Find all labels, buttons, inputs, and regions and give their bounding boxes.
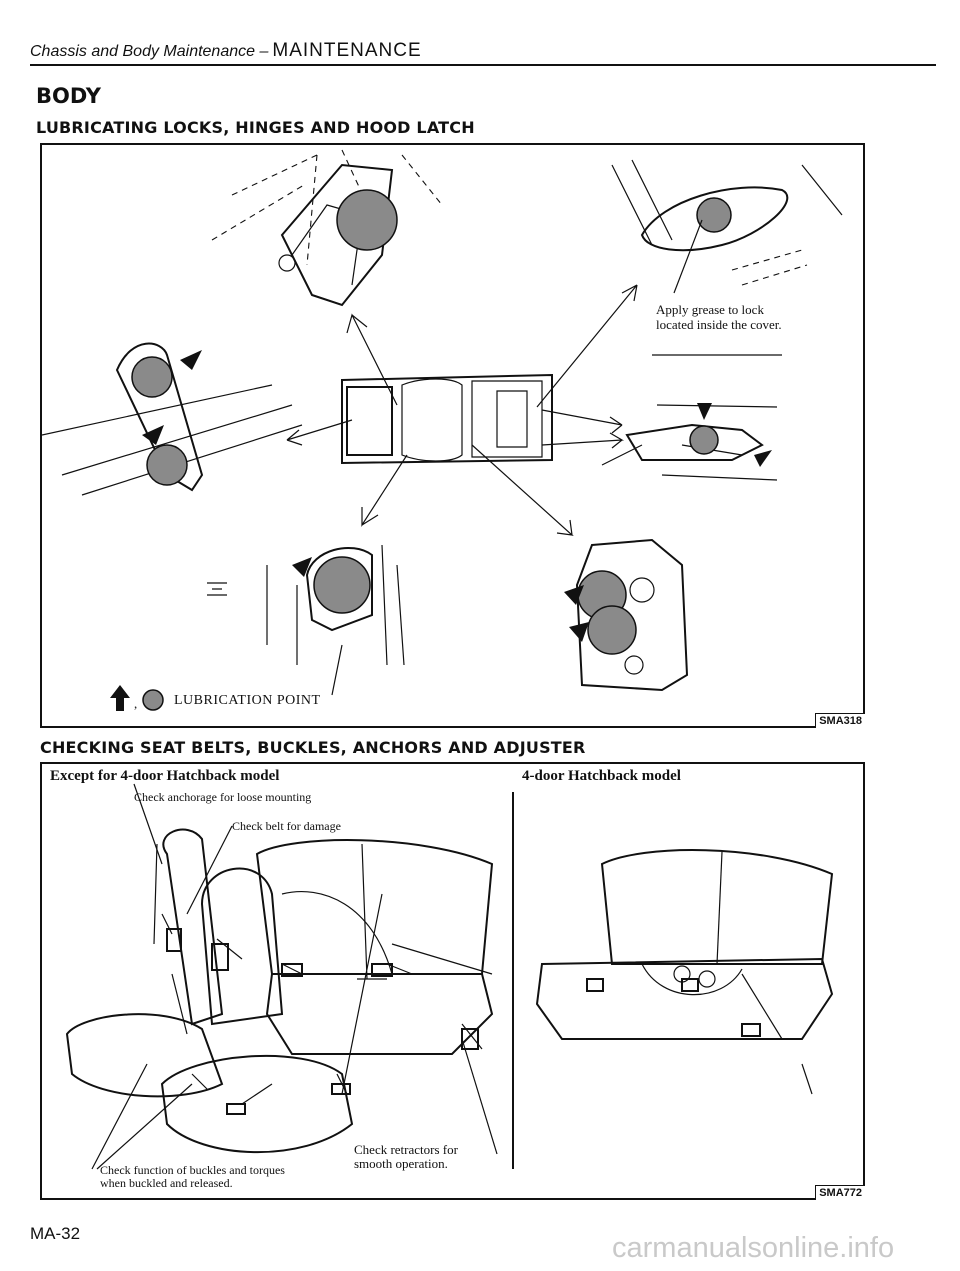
- header-section-italic: Chassis and Body Maintenance –: [30, 43, 269, 60]
- hatchback-bench-drawing: [535, 849, 834, 1095]
- car-top-view: [286, 284, 638, 536]
- hinge-drawing: [211, 149, 443, 307]
- header-section-main: MAINTENANCE: [272, 40, 422, 61]
- grease-point: [696, 197, 732, 233]
- header-rule: [30, 64, 936, 66]
- callout-anchorage: Check anchorage for loose mounting: [134, 790, 312, 804]
- callout-buckles: Check function of buckles and torques wh…: [100, 1163, 285, 1190]
- section1-heading: LUBRICATING LOCKS, HINGES AND HOOD LATCH: [36, 118, 475, 137]
- grease-point: [313, 556, 371, 614]
- lock-cover-drawing: [611, 159, 843, 294]
- belt-hardware-drawing: [161, 913, 483, 1115]
- figure-code: SMA318: [815, 713, 865, 728]
- callout-belt: Check belt for damage: [232, 819, 341, 833]
- lubrication-point-icon: [142, 689, 164, 711]
- page-title: BODY: [36, 84, 101, 108]
- callout-retractors: Check retractors for smooth operation.: [354, 1142, 458, 1171]
- rear-bench-drawing: [255, 839, 494, 1095]
- running-header: Chassis and Body Maintenance – MAINTENAN…: [30, 40, 422, 62]
- leader-buckles: [91, 1063, 193, 1170]
- leader-belt: [186, 825, 233, 915]
- grease-point: [146, 444, 188, 486]
- figure-code: SMA772: [815, 1185, 865, 1200]
- leader-anchorage: [133, 783, 163, 865]
- left-panel-title: Except for 4-door Hatchback model: [50, 768, 280, 784]
- front-seats-drawing: [65, 828, 354, 1154]
- grease-point: [587, 605, 637, 655]
- grease-point: [336, 189, 398, 251]
- legend-label: LUBRICATION POINT: [174, 693, 321, 708]
- figure-seat-belts: Except for 4-door Hatchback model 4-door…: [40, 762, 865, 1200]
- figure-lubrication: Apply grease to lock located inside the …: [40, 143, 865, 728]
- leader-retractors: [461, 1038, 498, 1155]
- door-hinge-drawing: [42, 342, 303, 496]
- callout-lock-grease: Apply grease to lock located inside the …: [656, 302, 782, 332]
- grease-point: [131, 356, 173, 398]
- striker-drawing: [207, 544, 405, 696]
- grease-point: [689, 425, 719, 455]
- legend-comma: ,: [134, 696, 138, 711]
- site-watermark: carmanualsonline.info: [612, 1232, 895, 1264]
- lubrication-arrow-icon: [110, 685, 130, 711]
- seat-belt-illustration: [65, 783, 834, 1170]
- hood-latch-drawing: [601, 354, 782, 481]
- section2-heading: CHECKING SEAT BELTS, BUCKLES, ANCHORS AN…: [40, 738, 586, 757]
- page-number: MA-32: [30, 1224, 81, 1243]
- right-panel-title: 4-door Hatchback model: [522, 768, 681, 784]
- trunk-latch-drawing: [564, 538, 689, 692]
- lubrication-illustration: [42, 149, 843, 711]
